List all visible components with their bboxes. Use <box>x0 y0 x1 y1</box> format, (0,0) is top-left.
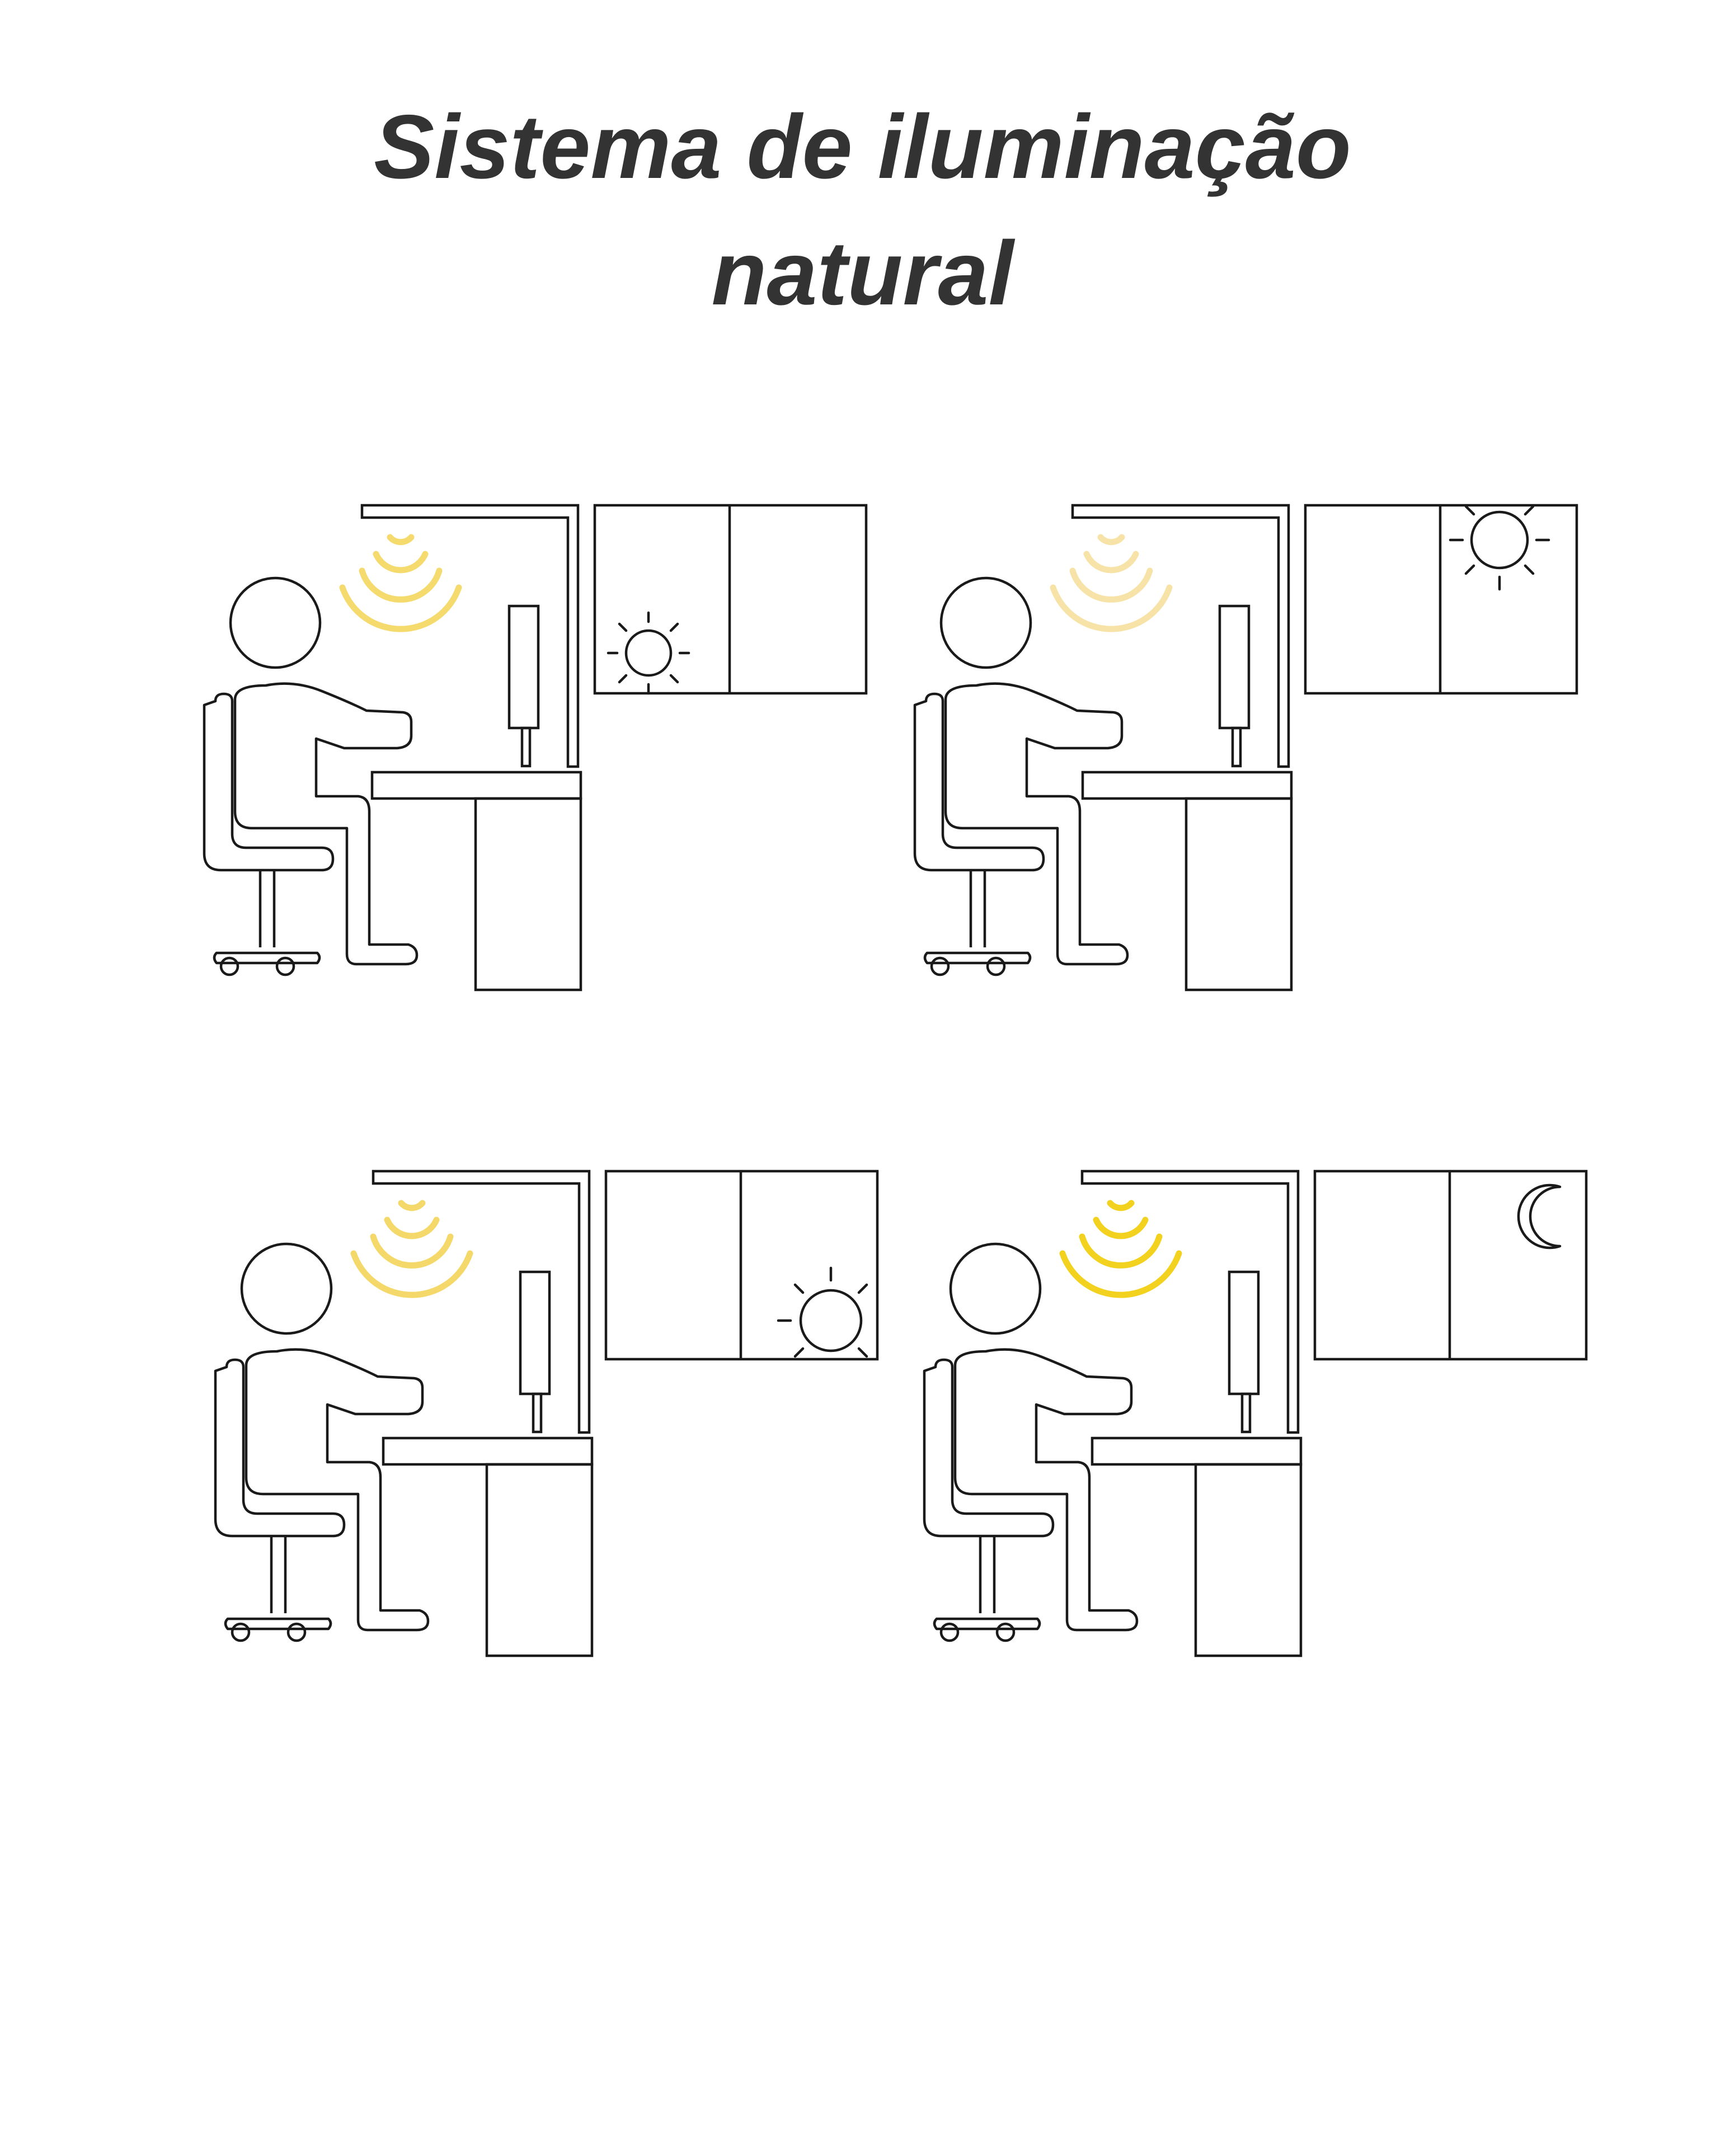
lamp-wave-4 <box>350 1250 473 1298</box>
lamp-wave-2 <box>1093 1216 1149 1239</box>
scene-2 <box>892 501 1597 993</box>
lamp-wave-1 <box>1097 534 1125 546</box>
scene-4-illustration <box>923 1169 1588 1657</box>
desk <box>382 1436 594 1657</box>
window <box>1304 504 1578 695</box>
lamp-light-waves <box>339 534 462 632</box>
office-chair <box>913 692 1045 976</box>
scene-2-illustration <box>913 504 1578 992</box>
person-body <box>233 682 419 966</box>
ceiling-lamp <box>372 1169 591 1434</box>
sun-icon <box>777 1266 868 1358</box>
ceiling-lamp <box>360 504 580 768</box>
window <box>593 504 868 695</box>
person-head <box>229 576 322 669</box>
person-body <box>944 682 1129 966</box>
person-body <box>245 1348 430 1632</box>
lamp-wave-3 <box>1069 567 1153 603</box>
desk <box>1081 771 1293 992</box>
scene-4 <box>902 1167 1607 1659</box>
diagram-title: Sistema de iluminação natural <box>0 84 1725 337</box>
lamp-wave-1 <box>398 1200 426 1211</box>
lamp-wave-2 <box>384 1216 440 1239</box>
ceiling-lamp <box>1080 1169 1300 1434</box>
lamp-wave-3 <box>359 567 443 603</box>
office-chair <box>203 692 335 976</box>
lamp-wave-3 <box>1079 1233 1163 1269</box>
lamp-light-waves <box>350 1200 473 1298</box>
title-line-1: Sistema de iluminação <box>374 96 1351 198</box>
title-line-2: natural <box>711 223 1014 324</box>
moon-icon <box>1517 1183 1562 1250</box>
sun-icon <box>607 611 690 695</box>
lamp-wave-2 <box>1083 551 1139 574</box>
person-head <box>949 1242 1042 1335</box>
computer-monitor <box>519 1270 551 1434</box>
sun-icon <box>1449 505 1550 591</box>
scene-3-illustration <box>214 1169 879 1657</box>
lamp-wave-1 <box>387 534 415 546</box>
lamp-light-waves <box>1050 534 1173 632</box>
lamp-wave-3 <box>370 1233 454 1269</box>
lamp-wave-4 <box>1050 584 1173 632</box>
computer-monitor <box>1218 604 1251 768</box>
ceiling-lamp <box>1071 504 1290 768</box>
person-head <box>939 576 1032 669</box>
lamp-light-waves <box>1059 1200 1182 1298</box>
scene-1 <box>182 501 887 993</box>
window <box>604 1169 879 1361</box>
office-chair <box>214 1358 346 1642</box>
computer-monitor <box>1228 1270 1260 1434</box>
desk <box>1091 1436 1303 1657</box>
office-chair <box>923 1358 1055 1642</box>
person-body <box>953 1348 1139 1632</box>
window <box>1313 1169 1588 1361</box>
lamp-wave-4 <box>1059 1250 1182 1298</box>
lamp-wave-2 <box>373 551 429 574</box>
lamp-wave-1 <box>1107 1200 1135 1211</box>
computer-monitor <box>507 604 540 768</box>
desk <box>370 771 582 992</box>
person-head <box>240 1242 333 1335</box>
scene-3 <box>193 1167 898 1659</box>
scene-1-illustration <box>203 504 868 992</box>
lamp-wave-4 <box>339 584 462 632</box>
